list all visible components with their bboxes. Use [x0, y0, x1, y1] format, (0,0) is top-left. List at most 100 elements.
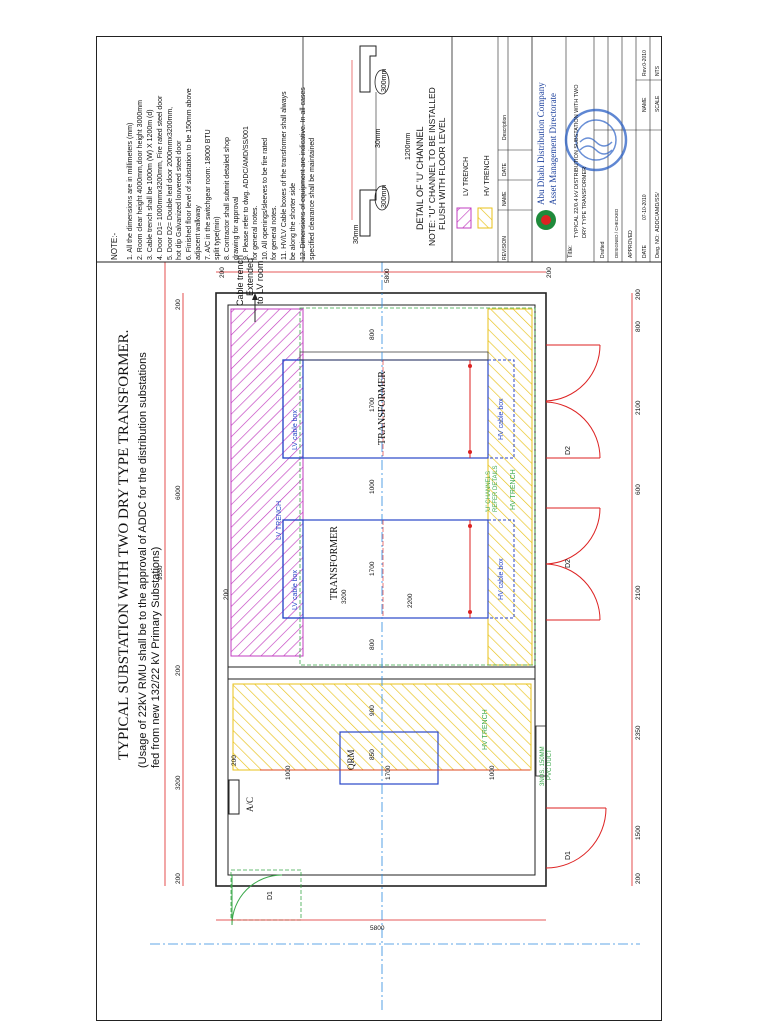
- note-line: for general notes.: [252, 205, 259, 260]
- directorate-name: Asset Management Directorate: [548, 93, 558, 205]
- note-line: 7. A/C in the switchgear room: 18000 BTU: [205, 129, 212, 260]
- dim-3200: 3200: [175, 775, 182, 790]
- hv-trench-rmu-label: HV TRENCH: [482, 709, 489, 750]
- dim-200-a: 200: [175, 873, 182, 884]
- title-block: [497, 36, 662, 262]
- drawing-subtitle-1: (Usage of 22kV RMU shall be to the appro…: [137, 352, 149, 768]
- date-value: 07-10-2010: [642, 194, 648, 220]
- dim-1000-mid: 1000: [369, 479, 376, 494]
- dim-300-bubble-b: [374, 69, 390, 95]
- name-label: NAME: [642, 97, 648, 112]
- dwg-no-label: Dwg. NO:: [655, 234, 661, 258]
- rev-col-revision: REVISION: [502, 236, 508, 260]
- note-line: for general notes.: [271, 205, 278, 260]
- legend-hv-swatch: [477, 207, 493, 229]
- dim-200-b: 200: [175, 665, 182, 676]
- dim-1000-l: 1000: [285, 765, 292, 780]
- partition-wall: [227, 666, 536, 680]
- lv-cable-box-1: [282, 359, 304, 459]
- cable-trench-label: Cable trench: [235, 255, 245, 306]
- hv-cable-box-2: [487, 519, 515, 619]
- rev-col-name: NAME: [502, 191, 508, 206]
- note-line: 2. Room clear height 4000mm,door height …: [137, 100, 144, 260]
- note-line: 1. All the dimensions are in millimeters…: [127, 123, 134, 260]
- dim-in-200-b: 200: [223, 589, 230, 600]
- dim-30-a: 30mm: [353, 224, 360, 244]
- designed-label: DESIGNED / CHECKED: [614, 208, 619, 258]
- note-line: 4. Door D1= 1000mmx3200mm, Fire rated st…: [157, 95, 164, 260]
- title-label: Title:: [568, 245, 574, 258]
- note-line: 10. All openings/sleeves to be fire rate…: [262, 138, 269, 260]
- door-d1-right-label: D1: [565, 851, 572, 860]
- dim-800-r: 800: [369, 329, 376, 340]
- hv-trench-plan-label: HV TRENCH: [510, 469, 517, 510]
- drawing-sheet: [96, 36, 662, 1021]
- extended-label: Extended: [245, 258, 255, 296]
- title-line-1: TYPICAL 22/0.4 kV DISTRIBUTION SUBSTATIO…: [574, 84, 580, 238]
- dim-width-5800: 5800: [370, 925, 385, 932]
- dim-bot-200-a: 200: [635, 873, 642, 884]
- note-line: adjacent walkway: [195, 205, 202, 260]
- dim-1700-t1: 1700: [369, 561, 376, 576]
- hv-cable-box-1: [487, 359, 515, 459]
- clearance-outline: [299, 307, 536, 666]
- door-d2-lower-label: D2: [565, 559, 572, 568]
- rev-value: Rev:0-2010: [642, 50, 648, 76]
- lv-cable-box-2-label: LV cable box: [292, 570, 299, 610]
- lv-trench-plan-label: LV TRENCH: [276, 501, 283, 540]
- scale-label: SCALE: [655, 95, 661, 112]
- drafted-label: Drafted: [600, 241, 606, 258]
- rev-col-description: Description: [502, 115, 508, 140]
- dwg-no-value: ADDC/AMD/SS/: [655, 192, 661, 232]
- note-line: split type(min): [214, 216, 221, 260]
- u-channel-left: [359, 189, 377, 237]
- drawing-title: TYPICAL SUBSTATION WITH TWO DRY TYPE TRA…: [116, 330, 132, 760]
- note-line: 9. Please refer to dwg. ADDC/AMD/SS/001: [243, 126, 250, 260]
- note-line: 3. Cable trench shall be 1000m (W) X 120…: [147, 109, 154, 260]
- company-stamp: [564, 108, 628, 172]
- note-line: 11. HV/LV Cable boxes of the transformer…: [281, 91, 288, 260]
- dim-800: 800: [369, 639, 376, 650]
- legend-lv-label: LV TRENCH: [463, 157, 470, 196]
- door-d2-lower: [545, 507, 601, 621]
- title-group: TYPICAL SUBSTATION WITH TWO DRY TYPE TRA…: [116, 330, 162, 768]
- pvc-duct: [535, 725, 547, 777]
- legend-lv-swatch: [456, 207, 472, 229]
- pvc-duct-label-1: 3NOS. 150MM: [540, 746, 546, 786]
- dim-200-c: 200: [175, 299, 182, 310]
- rmu-unit: [339, 731, 439, 785]
- dim-1000-r: 1000: [489, 765, 496, 780]
- company-name: Abu Dhabi Distribution Company: [536, 82, 546, 205]
- dim-overall: 9550: [157, 565, 164, 580]
- door-d1-left: [231, 874, 283, 926]
- channel-note-1: NOTE: "U" CHANNEL TO BE INSTALLED: [427, 87, 437, 246]
- dim-300-a: 300mm: [381, 184, 388, 208]
- dim-2100-b: 2100: [635, 400, 642, 415]
- note-line: specified clearance shall be maintained: [309, 138, 316, 260]
- outer-wall: [215, 292, 547, 887]
- transformer-2: [282, 519, 489, 619]
- dim-300-b: 300mm: [381, 68, 388, 92]
- door-d1-right: [545, 807, 607, 869]
- dim-2200: 2200: [407, 593, 414, 608]
- dim-2350: 2350: [635, 725, 642, 740]
- dim-w-200-l: 200: [219, 267, 226, 278]
- dim-1700-t2: 1700: [369, 397, 376, 412]
- dim-600: 600: [635, 484, 642, 495]
- dim-1500: 1500: [635, 825, 642, 840]
- dim-30-b: 30mm: [375, 128, 382, 148]
- u-channel-detail: [351, 45, 377, 237]
- pvc-duct-label-2: PVC DUCT: [547, 749, 553, 780]
- door-d1-left-label: D1: [267, 891, 274, 900]
- dim-900: 900: [369, 705, 376, 716]
- to-lv-room-label: to LV room: [255, 261, 265, 304]
- ac-unit: [228, 779, 240, 815]
- note-line: 12. Dimensions of equipment are indicati…: [300, 87, 307, 260]
- date-label: DATE: [642, 244, 648, 258]
- dim-2100-a: 2100: [635, 585, 642, 600]
- dim-w-200-r: 200: [546, 267, 553, 278]
- dim-1700: 1700: [385, 765, 392, 780]
- channel-detail-title: DETAIL OF 'U' CHANNEL: [415, 127, 425, 230]
- dim-850: 850: [369, 749, 376, 760]
